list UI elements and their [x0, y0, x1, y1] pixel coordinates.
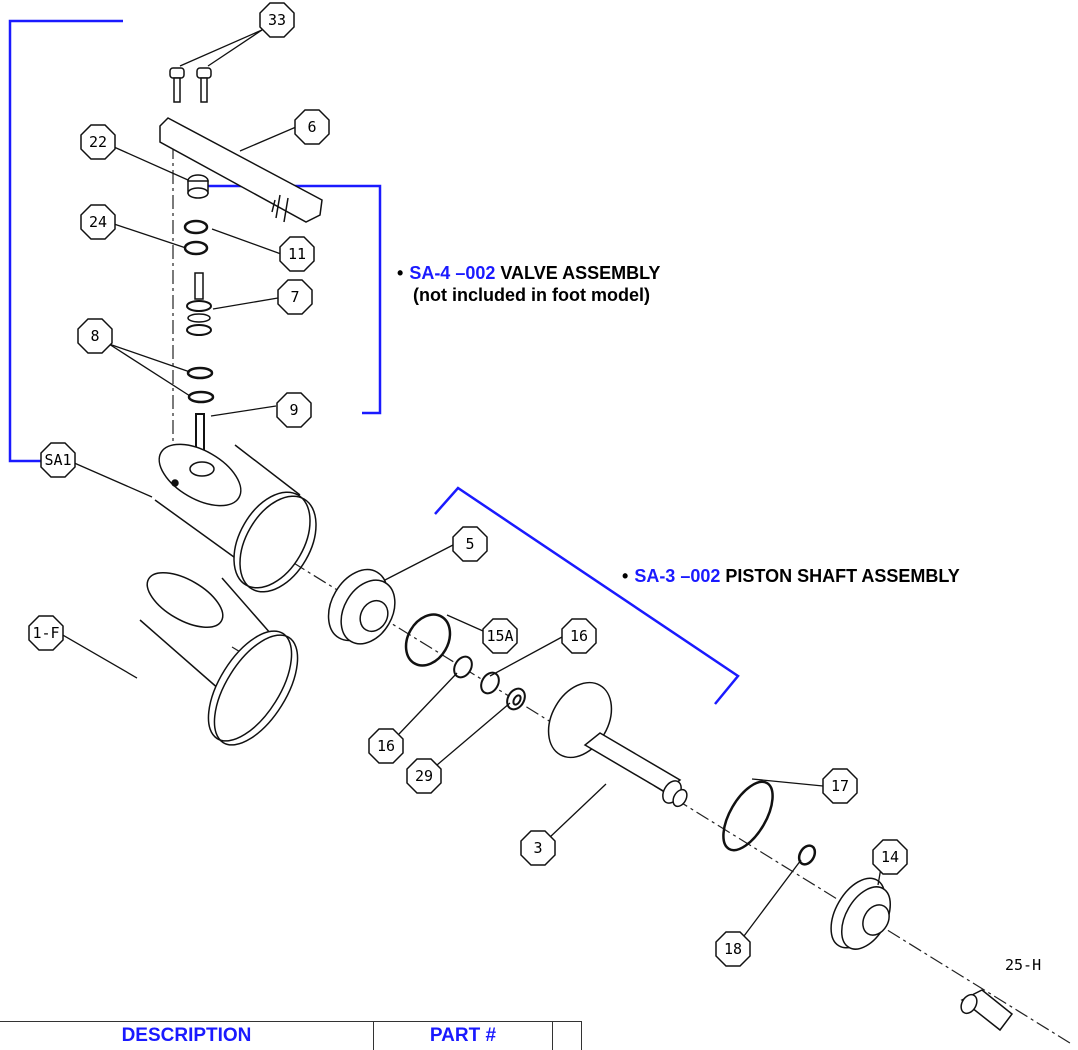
bullet-icon: • [397, 263, 404, 283]
callout-17: 17 [822, 768, 858, 804]
fitting-25h [960, 989, 1014, 1032]
bullet-icon: • [622, 566, 629, 586]
svg-text:SA1: SA1 [44, 451, 71, 469]
column-part-number: PART # [374, 1022, 553, 1050]
svg-text:22: 22 [89, 133, 107, 151]
leader-lines [60, 29, 884, 941]
callout-24: 24 [80, 204, 116, 240]
oring-17 [722, 780, 774, 852]
callout-3: 3 [520, 830, 556, 866]
callout-8: 8 [77, 318, 113, 354]
callout-16-lower: 16 [368, 728, 404, 764]
valve-stack [183, 174, 215, 451]
svg-text:17: 17 [831, 777, 849, 795]
svg-text:15A: 15A [486, 627, 513, 645]
part-label-25h: 25-H [1005, 956, 1041, 974]
callout-14: 14 [872, 839, 908, 875]
callout-18: 18 [715, 931, 751, 967]
sa1-bracket [8, 19, 123, 463]
piston-assembly-bracket [434, 486, 740, 705]
svg-text:16: 16 [377, 737, 395, 755]
callout-6: 6 [294, 109, 330, 145]
svg-text:29: 29 [415, 767, 433, 785]
callout-7: 7 [277, 279, 313, 315]
svg-text:8: 8 [90, 327, 99, 345]
callout-1f: 1-F [28, 615, 64, 651]
end-cap-14 [830, 877, 892, 950]
valve-assembly-code: SA-4 –002 [409, 263, 496, 283]
callout-33: 33 [259, 2, 295, 38]
callout-15a: 15A [482, 618, 518, 654]
column-description: DESCRIPTION [0, 1022, 374, 1050]
foot-cylinder-1f [139, 572, 299, 746]
piston-assembly-name: PISTON SHAFT ASSEMBLY [725, 566, 960, 586]
callout-11: 11 [279, 236, 315, 272]
callout-5: 5 [452, 526, 488, 562]
gland-nut-5 [327, 568, 396, 645]
svg-text:9: 9 [289, 401, 298, 419]
svg-text:7: 7 [290, 288, 299, 306]
callout-9: 9 [276, 392, 312, 428]
washers-16-29 [453, 655, 526, 711]
lever-arm-6 [159, 117, 323, 223]
callout-29: 29 [406, 758, 442, 794]
piston-assembly-label: •SA-3 –002 PISTON SHAFT ASSEMBLY [622, 565, 960, 587]
valve-assembly-name: VALVE ASSEMBLY [500, 263, 661, 283]
svg-text:11: 11 [288, 245, 306, 263]
svg-text:3: 3 [533, 839, 542, 857]
callout-16-upper: 16 [561, 618, 597, 654]
svg-text:5: 5 [465, 535, 474, 553]
valve-assembly-note: (not included in foot model) [413, 285, 650, 305]
callout-22: 22 [80, 124, 116, 160]
parts-table-header: DESCRIPTION PART # [0, 1021, 582, 1050]
svg-text:14: 14 [881, 848, 899, 866]
screws-33 [169, 67, 212, 103]
svg-text:16: 16 [570, 627, 588, 645]
svg-text:18: 18 [724, 940, 742, 958]
callouts: 33 6 22 24 11 7 8 9 SA1 5 1-F 15A 16 16 … [28, 2, 908, 967]
svg-text:1-F: 1-F [32, 624, 59, 642]
svg-text:6: 6 [307, 118, 316, 136]
piston-assembly-code: SA-3 –002 [634, 566, 721, 586]
body-cylinder-sa1 [150, 443, 317, 593]
column-blank [553, 1022, 582, 1050]
callout-sa1: SA1 [40, 442, 76, 478]
svg-text:24: 24 [89, 213, 107, 231]
washer-18 [797, 844, 817, 866]
oring-15a [404, 613, 452, 667]
valve-assembly-label: •SA-4 –002 VALVE ASSEMBLY (not included … [397, 262, 660, 306]
svg-text:33: 33 [268, 11, 286, 29]
piston-shaft-3 [547, 681, 688, 808]
